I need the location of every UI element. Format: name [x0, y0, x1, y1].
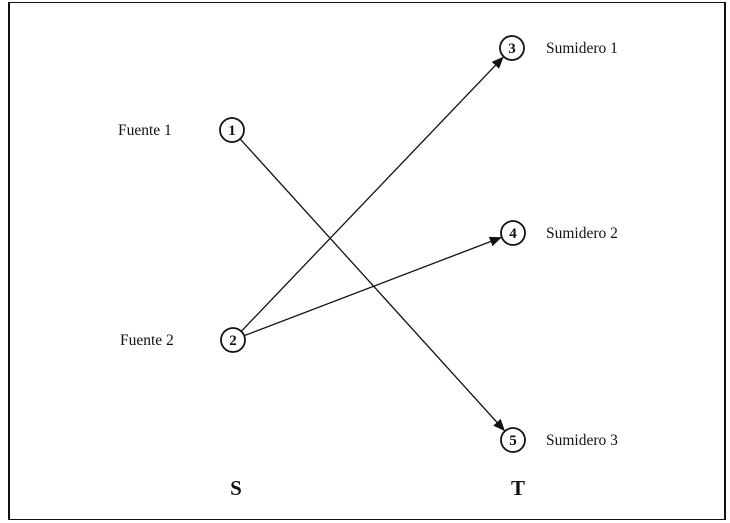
- node-3-label: Sumidero 1: [546, 40, 618, 57]
- node-1-circle: [219, 117, 245, 143]
- sinks-set-label: T: [511, 476, 525, 500]
- node-4-id: 4: [509, 226, 517, 242]
- node-5-circle: [500, 427, 526, 453]
- node-5-id: 5: [509, 433, 517, 449]
- node-1-label: Fuente 1: [118, 122, 172, 139]
- node-2-id: 2: [229, 333, 237, 349]
- node-5: 5 Sumidero 3: [500, 427, 618, 453]
- node-4-circle: [500, 220, 526, 246]
- diagram-frame: [8, 2, 726, 520]
- node-5-label: Sumidero 3: [546, 432, 618, 449]
- node-3-circle: [499, 35, 525, 61]
- sources-set-label: S: [230, 476, 242, 500]
- node-1-id: 1: [228, 123, 236, 139]
- node-4-label: Sumidero 2: [546, 225, 618, 242]
- node-2-label: Fuente 2: [120, 332, 174, 349]
- edge-2-3: [240, 56, 504, 332]
- edge-2-4: [243, 236, 502, 337]
- edges: [239, 56, 505, 432]
- node-3-id: 3: [508, 41, 516, 57]
- node-4: 4 Sumidero 2: [500, 220, 618, 246]
- node-3: 3 Sumidero 1: [499, 35, 618, 61]
- node-2-circle: [220, 327, 246, 353]
- node-1: Fuente 1 1: [118, 117, 245, 143]
- edge-1-5: [239, 138, 505, 432]
- node-2: Fuente 2 2: [120, 327, 246, 353]
